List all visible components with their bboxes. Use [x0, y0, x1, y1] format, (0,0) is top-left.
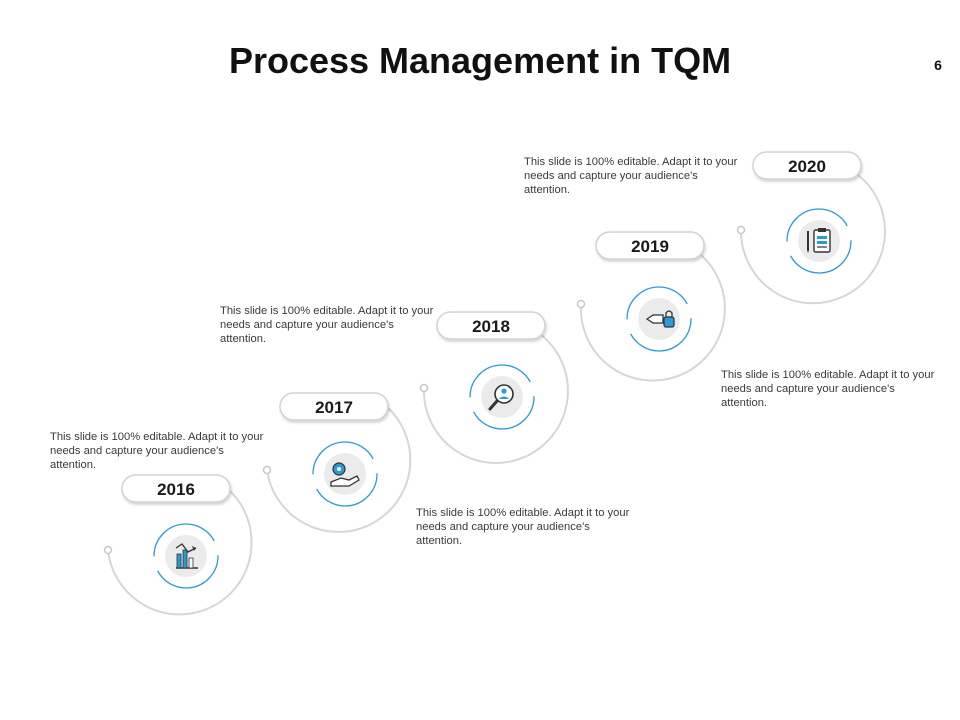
milestone-2019: 2019: [576, 231, 726, 382]
arc-end-dot: [419, 383, 429, 393]
year-label: 2020: [788, 157, 826, 176]
key-lock-icon: [645, 310, 675, 328]
year-pill: [595, 231, 705, 260]
icon-background: [324, 453, 366, 495]
search-person-icon: [488, 384, 514, 411]
clipboard-icon: [807, 228, 831, 253]
page-number: 6: [934, 57, 942, 73]
year-label: 2017: [315, 398, 353, 417]
milestone-description: This slide is 100% editable. Adapt it to…: [524, 156, 738, 196]
slide-title: Process Management in TQM: [228, 40, 732, 81]
milestone-2016: 2016: [103, 474, 253, 616]
arc-end-dot: [103, 545, 113, 555]
hand-gear-icon: [330, 462, 360, 487]
icon-accent-ring: [469, 364, 535, 430]
timeline-arc: [266, 405, 412, 533]
year-pill: [121, 474, 231, 503]
timeline-arc: [579, 254, 726, 382]
year-pill: [436, 311, 546, 340]
year-label: 2019: [631, 237, 669, 256]
chart-icon: [175, 543, 198, 569]
timeline-arc: [107, 489, 253, 616]
icon-accent-ring: [153, 523, 219, 589]
milestone-description: This slide is 100% editable. Adapt it to…: [416, 507, 630, 547]
milestone-description: This slide is 100% editable. Adapt it to…: [50, 431, 264, 471]
milestone-2020: 2020: [736, 151, 886, 305]
milestone-description: This slide is 100% editable. Adapt it to…: [721, 369, 935, 409]
timeline-arc: [422, 333, 569, 464]
icon-accent-ring: [626, 286, 692, 352]
icon-accent-ring: [786, 208, 852, 274]
icon-accent-ring: [312, 441, 378, 507]
milestone-description: This slide is 100% editable. Adapt it to…: [220, 305, 434, 345]
arc-end-dot: [736, 225, 746, 235]
arc-end-dot: [262, 465, 272, 475]
year-pill: [752, 151, 862, 180]
year-label: 2016: [157, 480, 195, 499]
year-label: 2018: [472, 317, 510, 336]
milestone-2018: 2018: [419, 311, 569, 464]
year-pill: [279, 392, 389, 421]
timeline-arc: [739, 174, 886, 305]
arc-end-dot: [576, 299, 586, 309]
milestone-2017: 2017: [262, 392, 412, 533]
